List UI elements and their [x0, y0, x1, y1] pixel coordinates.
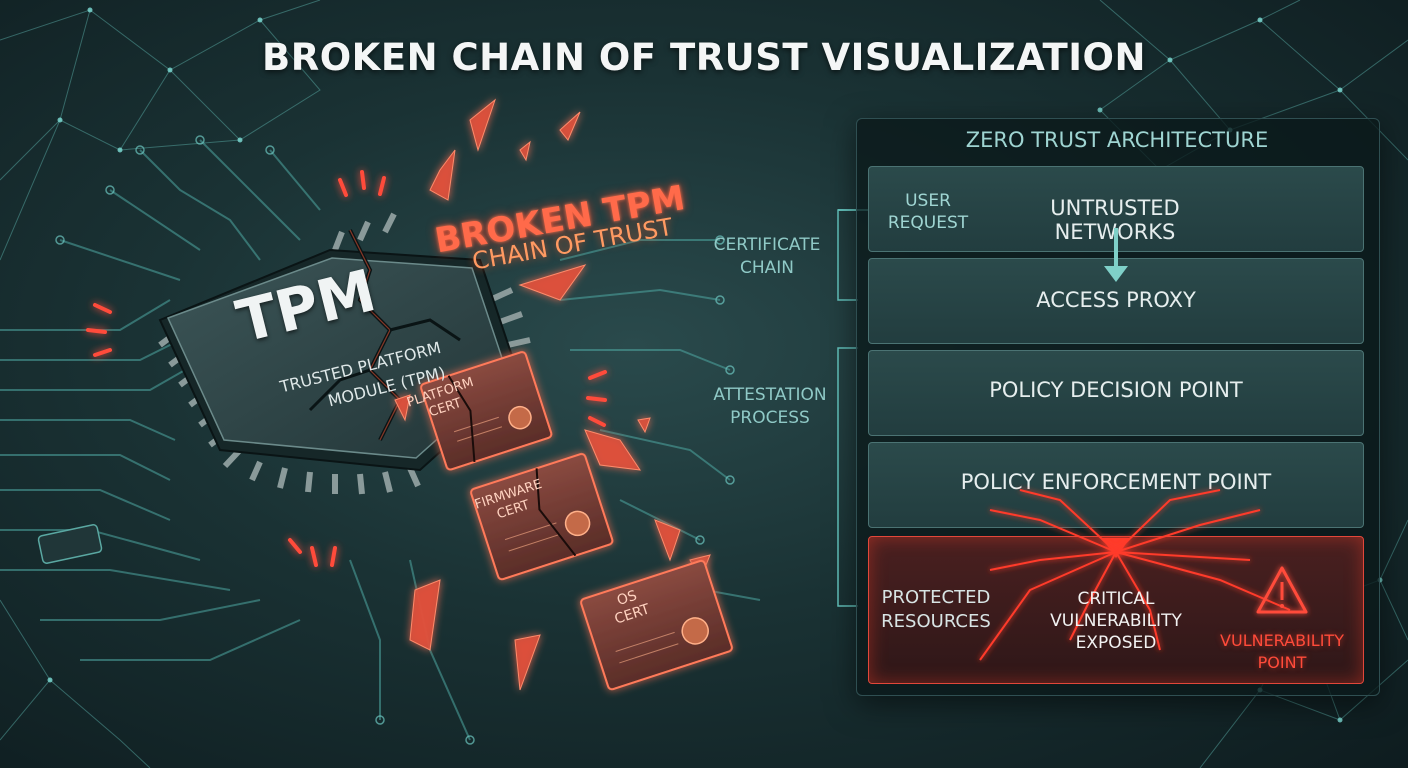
circuit-trace-icon — [0, 139, 761, 741]
page-title: BROKEN CHAIN OF TRUST VISUALIZATION — [262, 36, 1146, 79]
attestation-line2: PROCESS — [730, 408, 810, 428]
policy-enforcement-point-label: POLICY ENFORCEMENT POINT — [960, 470, 1272, 494]
untrusted-networks-label: UNTRUSTED NETWORKS — [1050, 196, 1180, 244]
user-request-label: USER REQUEST — [880, 190, 976, 234]
vuln-line1: VULNERABILITY — [1220, 631, 1344, 650]
alert-ticks — [86, 170, 607, 567]
critical-line1: CRITICAL — [1077, 589, 1155, 609]
critical-line3: EXPOSED — [1075, 633, 1157, 653]
certificate-chain-label: CERTIFICATE CHAIN — [712, 234, 822, 280]
critical-line2: VULNERABILITY — [1050, 611, 1182, 631]
vulnerability-point-label: VULNERABILITY POINT — [1206, 630, 1358, 674]
attestation-process-label: ATTESTATION PROCESS — [708, 384, 832, 430]
protected-line2: RESOURCES — [881, 611, 991, 632]
user-request-line2: REQUEST — [887, 213, 969, 233]
small-chip — [37, 524, 103, 564]
policy-decision-point-label: POLICY DECISION POINT — [989, 378, 1243, 402]
certificate-chain-line2: CHAIN — [739, 258, 794, 278]
access-proxy-label: ACCESS PROXY — [1036, 288, 1196, 312]
vuln-line2: POINT — [1257, 653, 1307, 672]
zero-trust-title: ZERO TRUST ARCHITECTURE — [965, 128, 1269, 152]
shards — [394, 98, 711, 691]
critical-vulnerability-label: CRITICAL VULNERABILITY EXPOSED — [1040, 588, 1192, 654]
protected-line1: PROTECTED — [881, 587, 991, 608]
attestation-line1: ATTESTATION — [713, 385, 827, 405]
certificate-cards — [420, 351, 733, 691]
protected-resources-label: PROTECTED RESOURCES — [876, 586, 996, 634]
user-request-line1: USER — [905, 191, 951, 211]
certificate-chain-line1: CERTIFICATE — [713, 235, 821, 255]
